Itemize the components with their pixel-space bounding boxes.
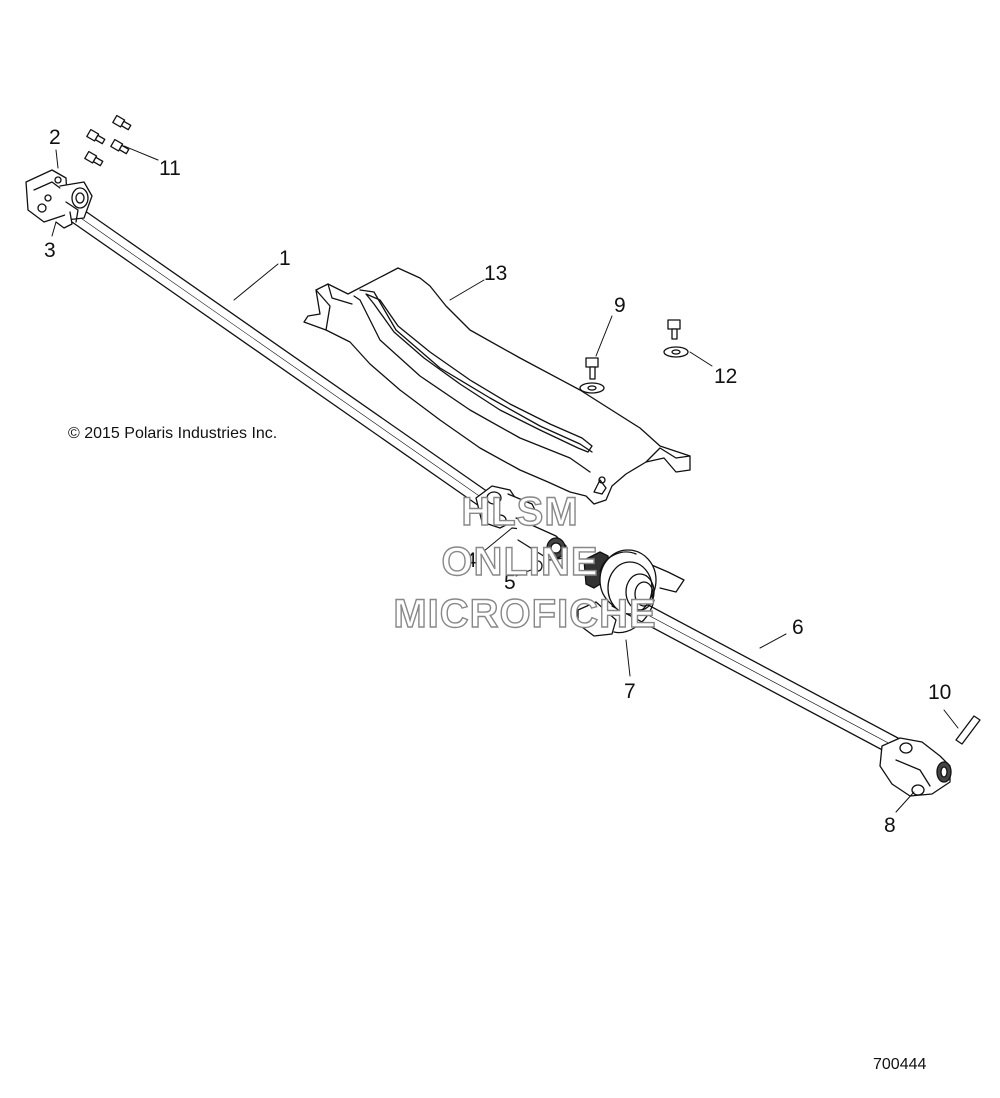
bolt-washer-9 (579, 357, 605, 394)
watermark-line-2: ONLINE (441, 539, 599, 584)
callout-1: 1 (279, 247, 291, 270)
callout-4: 4 (465, 549, 477, 572)
callout-12: 12 (714, 365, 738, 388)
callout-9: 9 (614, 294, 626, 317)
snap-ring-5 (533, 560, 543, 572)
carrier-bearing-7 (577, 549, 685, 637)
callout-6: 6 (792, 616, 804, 639)
callout-13: 13 (484, 262, 508, 285)
front-yoke-flange (25, 169, 93, 229)
callout-10: 10 (928, 681, 952, 704)
leader-lines (51, 145, 959, 813)
callout-5: 5 (504, 571, 516, 594)
callout-3: 3 (44, 239, 56, 262)
bolts-11 (84, 114, 132, 167)
bolt-washer-12 (663, 319, 689, 358)
figure-number: 700444 (873, 1056, 927, 1073)
callout-7: 7 (624, 680, 636, 703)
shield-13 (303, 267, 691, 505)
center-ujoint-4 (475, 485, 567, 561)
front-prop-shaft (71, 205, 489, 509)
roll-pin-10 (955, 715, 981, 745)
callout-11: 11 (159, 157, 181, 180)
callout-2: 2 (49, 126, 61, 149)
rear-yoke-8 (879, 737, 952, 797)
watermark-line-3: MICROFICHE (393, 591, 657, 636)
callout-8: 8 (884, 814, 896, 837)
copyright-text: © 2015 Polaris Industries Inc. (68, 425, 278, 442)
watermark-line-1: HLSM (461, 489, 579, 534)
